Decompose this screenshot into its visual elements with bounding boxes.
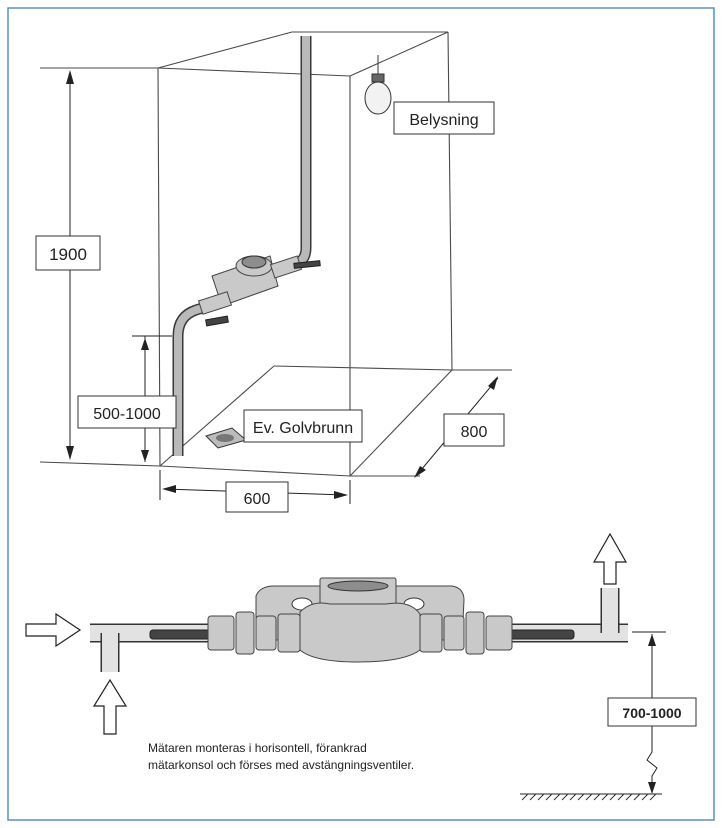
label-floor-drain: Ev. Golvbrunn [243, 409, 363, 443]
svg-text:Ev. Golvbrunn: Ev. Golvbrunn [253, 420, 353, 437]
label-lighting: Belysning [393, 101, 495, 135]
label-mount-height: 700-1000 [607, 697, 697, 727]
label-width: 600 [225, 481, 289, 513]
floor-drain-icon [205, 427, 248, 449]
water-meter-small [197, 255, 321, 327]
water-meter-detail [207, 577, 513, 663]
detail-pipe [90, 588, 628, 672]
svg-text:500-1000: 500-1000 [93, 406, 161, 423]
inflow-arrow-up [92, 678, 128, 735]
caption-line-1: Mätaren monteras i horisontell, förankra… [148, 741, 367, 755]
label-height: 1900 [35, 235, 101, 271]
svg-text:1900: 1900 [49, 245, 87, 264]
label-riser-height: 500-1000 [77, 395, 177, 429]
svg-text:800: 800 [461, 424, 488, 441]
svg-text:700-1000: 700-1000 [622, 705, 681, 721]
outflow-arrow-up [592, 532, 628, 585]
cabinet-box [39, 31, 512, 477]
label-depth: 800 [443, 413, 505, 447]
svg-text:600: 600 [244, 491, 271, 508]
caption-line-2: mätarkonsol och förses med avstängningsv… [148, 758, 414, 772]
page-frame [7, 7, 715, 821]
lamp-icon [364, 55, 392, 115]
cabinet-pipe [172, 36, 312, 456]
svg-text:Belysning: Belysning [409, 112, 478, 129]
dimension-mount-height [520, 631, 666, 801]
inflow-arrow-left [25, 612, 82, 648]
